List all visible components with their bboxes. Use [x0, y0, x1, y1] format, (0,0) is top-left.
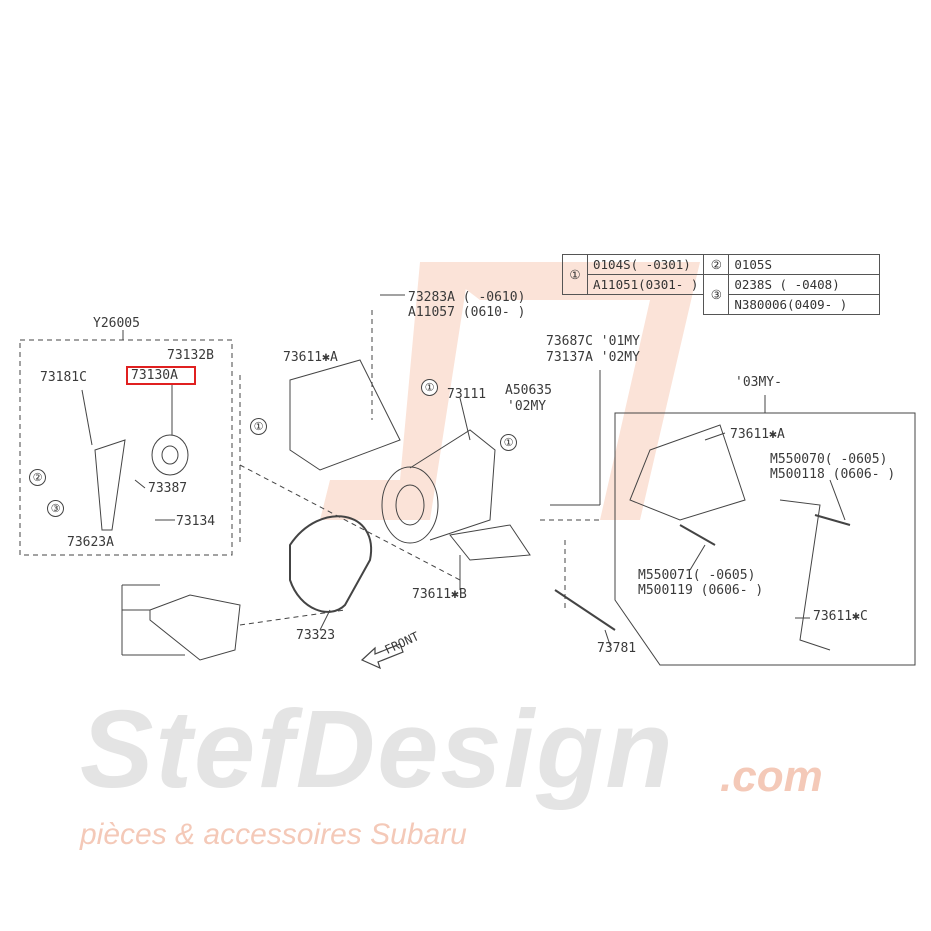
label-73134[interactable]: 73134 — [176, 514, 216, 529]
legend-entry: 0105S — [728, 254, 881, 275]
watermark-domain: .com — [720, 752, 823, 801]
label-73687c[interactable]: 73687C '01MY — [546, 334, 640, 349]
highlight-box — [126, 366, 196, 385]
legend-marker-2: ② — [703, 254, 730, 275]
callout-1: ① — [500, 434, 517, 451]
bracket-73611b — [449, 524, 531, 561]
watermark-tagline: pièces & accessoires Subaru — [80, 818, 467, 851]
legend-marker-3: ③ — [703, 274, 730, 315]
watermark-brand: StefDesign — [80, 688, 675, 811]
03my-group-box — [614, 412, 916, 666]
bracket-73611a — [289, 359, 401, 471]
label-73111[interactable]: 73111 — [447, 387, 487, 402]
label-73323[interactable]: 73323 — [296, 628, 336, 643]
label-m550071[interactable]: M550071( -0605) — [638, 568, 756, 583]
label-m500119[interactable]: M500119 (0606- ) — [638, 583, 764, 598]
tensioner-arm — [94, 439, 126, 531]
idler-pulley — [151, 434, 189, 476]
label-73623a[interactable]: 73623A — [67, 535, 114, 550]
callout-3: ③ — [47, 500, 64, 517]
legend-entry: A11051(0301- ) — [586, 274, 705, 295]
belt-cover — [149, 594, 241, 661]
y26005-group-box — [19, 339, 233, 556]
legend-marker-1: ① — [562, 254, 588, 295]
label-73611a[interactable]: 73611✱A — [283, 350, 338, 365]
front-arrow-icon — [360, 643, 404, 670]
legend-entry: N380006(0409- ) — [728, 294, 881, 315]
label-73611c[interactable]: 73611✱C — [813, 609, 868, 624]
label-73611a-03my[interactable]: 73611✱A — [730, 427, 785, 442]
legend-table: ① 0104S( -0301) ② 0105S A11051(0301- ) ③… — [562, 254, 881, 315]
callout-2: ② — [29, 469, 46, 486]
label-73781[interactable]: 73781 — [597, 641, 637, 656]
label-y26005: Y26005 — [93, 316, 140, 331]
compressor-pulley — [381, 466, 439, 544]
belt-73323 — [289, 515, 373, 613]
label-m550070[interactable]: M550070( -0605) — [770, 452, 888, 467]
label-02my: '02MY — [507, 399, 547, 414]
bracket-73611c — [779, 499, 831, 651]
label-73387[interactable]: 73387 — [148, 481, 188, 496]
label-m500118[interactable]: M500118 (0606- ) — [770, 467, 896, 482]
label-73130a[interactable]: 73130A — [131, 368, 178, 383]
callout-1: ① — [250, 418, 267, 435]
label-73283a[interactable]: 73283A ( -0610) — [408, 290, 526, 305]
label-a11057[interactable]: A11057 (0610- ) — [408, 305, 526, 320]
callout-1: ① — [421, 379, 438, 396]
label-73137a[interactable]: 73137A '02MY — [546, 350, 640, 365]
label-a50635[interactable]: A50635 — [505, 383, 552, 398]
label-03my: '03MY- — [735, 375, 782, 390]
compressor-73111 — [409, 429, 496, 541]
label-73181c[interactable]: 73181C — [40, 370, 87, 385]
legend-entry: 0104S( -0301) — [586, 254, 705, 275]
label-73611b[interactable]: 73611✱B — [412, 587, 467, 602]
label-73132b[interactable]: 73132B — [167, 348, 214, 363]
bracket-73611a-03my — [629, 424, 746, 521]
legend-entry: 0238S ( -0408) — [728, 274, 881, 295]
